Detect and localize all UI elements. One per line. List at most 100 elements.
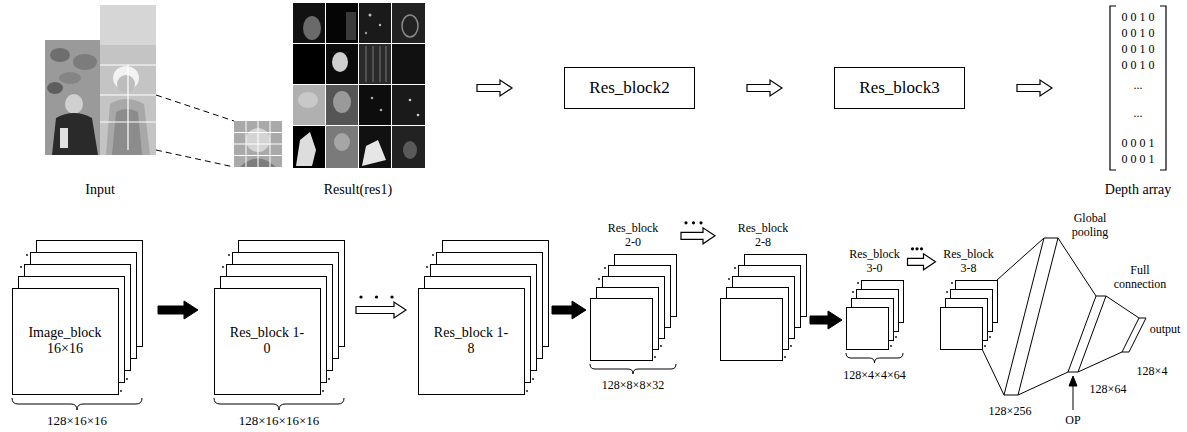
- feature-map-grid-part: [386, 46, 387, 82]
- ellipsis-dot: [654, 356, 656, 358]
- dimension-label: 128×64: [1090, 383, 1127, 397]
- layer-block: Res_block 3-0: [846, 248, 903, 349]
- matrix-cell: ...: [1134, 79, 1143, 93]
- input-photo-part: [60, 128, 68, 148]
- ellipsis-dot: [432, 254, 434, 256]
- feature-map-grid-part: [359, 44, 391, 84]
- feature-map: [13, 289, 119, 395]
- layer-stack: [940, 280, 1003, 353]
- feature-map-grid-part: [326, 44, 358, 84]
- ellipsis-dot: [946, 291, 948, 293]
- block-label: Res_block 3-8: [941, 248, 997, 276]
- block-arrow-part: [1017, 80, 1052, 96]
- hollow-arrow: [681, 228, 715, 244]
- matrix-cell: 0 0 0 1: [1122, 137, 1155, 151]
- input-photo-part: [100, 5, 156, 155]
- caption-label: Result(res1): [324, 182, 392, 198]
- solid-arrow: [810, 311, 842, 329]
- ellipsis-dot: [699, 221, 702, 224]
- feature-map: [941, 307, 983, 349]
- fc-layers: [982, 238, 1146, 410]
- matrix-cell: 0 0 1 0: [1122, 11, 1155, 25]
- solid-arrow: [552, 301, 586, 319]
- ellipsis-dot: [784, 356, 786, 358]
- connector: [810, 311, 842, 329]
- feature-map-grid-part: [293, 85, 325, 125]
- block-label: Res_block 2-0: [605, 222, 661, 250]
- layer-stack: [418, 240, 554, 398]
- feature-map-grid-part: [392, 126, 425, 168]
- layer-block: Image_block 16×16: [12, 240, 142, 394]
- layer-label: Global pooling: [1067, 212, 1113, 240]
- feature-map: [215, 289, 321, 395]
- feature-map-grid-part: [380, 109, 383, 112]
- feature-map: [847, 307, 889, 349]
- connector: [158, 301, 198, 319]
- layer-label: output: [1150, 323, 1181, 337]
- matrix-bracket-part: [1160, 6, 1166, 170]
- layer-stack: [720, 254, 812, 364]
- hollow-arrow: [356, 302, 406, 318]
- block-label: Res_block 2-8: [735, 222, 791, 250]
- matrix-cell: 0 0 1 0: [1122, 59, 1155, 73]
- caption-label: Depth array: [1105, 182, 1171, 198]
- feature-map-grid-part: [371, 97, 374, 100]
- ellipsis-dot: [915, 247, 918, 250]
- fc-layers-part: [1068, 296, 1106, 372]
- feature-map-grid-part: [293, 44, 325, 84]
- dimension-label: 128×256: [989, 405, 1032, 419]
- feature-map-grid-part: [392, 44, 425, 84]
- ellipsis-dot: [989, 336, 991, 338]
- ellipsis-dot: [532, 378, 534, 380]
- front-map: Res_block 1-0: [214, 288, 320, 394]
- input-photo-part: [234, 144, 282, 145]
- block-label: Res_block3: [859, 78, 939, 98]
- input-photo-part: [65, 94, 83, 114]
- front-map: Image_block 16×16: [12, 288, 118, 394]
- feature-map-grid-part: [369, 14, 372, 17]
- ellipsis-dot: [984, 345, 986, 347]
- process-box: Res_block3: [834, 67, 965, 109]
- feature-map: [591, 298, 653, 360]
- brace-part: [590, 364, 676, 374]
- feature-map-grid-part: [359, 126, 391, 168]
- feature-map-grid-part: [392, 3, 425, 43]
- dimension-label: 128×16×16×16: [239, 414, 320, 429]
- fc-layers-part: [1073, 385, 1074, 410]
- feature-map-grid-part: [392, 85, 425, 125]
- matrix-cell: 0 0 1 0: [1122, 43, 1155, 57]
- ellipsis-dot: [359, 295, 362, 298]
- ellipsis-dot: [734, 267, 736, 269]
- input-photo-part: [50, 48, 70, 62]
- connector: [908, 247, 936, 270]
- input-photo-part: [45, 40, 101, 155]
- feature-map-grid-part: [359, 3, 391, 43]
- feature-map-grid-part: [332, 52, 348, 72]
- block-arrow-part: [477, 80, 512, 96]
- input-photo-part: [117, 75, 135, 93]
- ellipsis-dot: [228, 254, 230, 256]
- ellipsis-dot: [222, 266, 224, 268]
- ellipsis-dot: [604, 267, 606, 269]
- caption-label: Input: [85, 182, 115, 198]
- block-label: Res_block 3-0: [847, 248, 903, 276]
- fc-layers-part: [1004, 238, 1058, 395]
- brace-part: [214, 398, 344, 410]
- ellipsis-dot: [375, 295, 378, 298]
- input-photo-part: [234, 132, 282, 133]
- input-photo-part: [112, 109, 142, 155]
- feature-map-grid-part: [362, 140, 386, 166]
- connector: [356, 295, 406, 318]
- dimension-label: 128×4: [1137, 365, 1168, 379]
- layer-stack: [214, 240, 350, 398]
- input-photo-part: [127, 65, 128, 150]
- feature-map-grid-part: [296, 132, 316, 166]
- ellipsis-dot: [684, 221, 687, 224]
- connector: [681, 221, 715, 244]
- feature-map-grid-part: [380, 46, 381, 82]
- ellipsis-dot: [857, 282, 859, 284]
- block-label: Res_block 1-0: [229, 325, 305, 357]
- input-photo-part: [52, 113, 98, 155]
- feature-map-grid-part: [417, 114, 420, 117]
